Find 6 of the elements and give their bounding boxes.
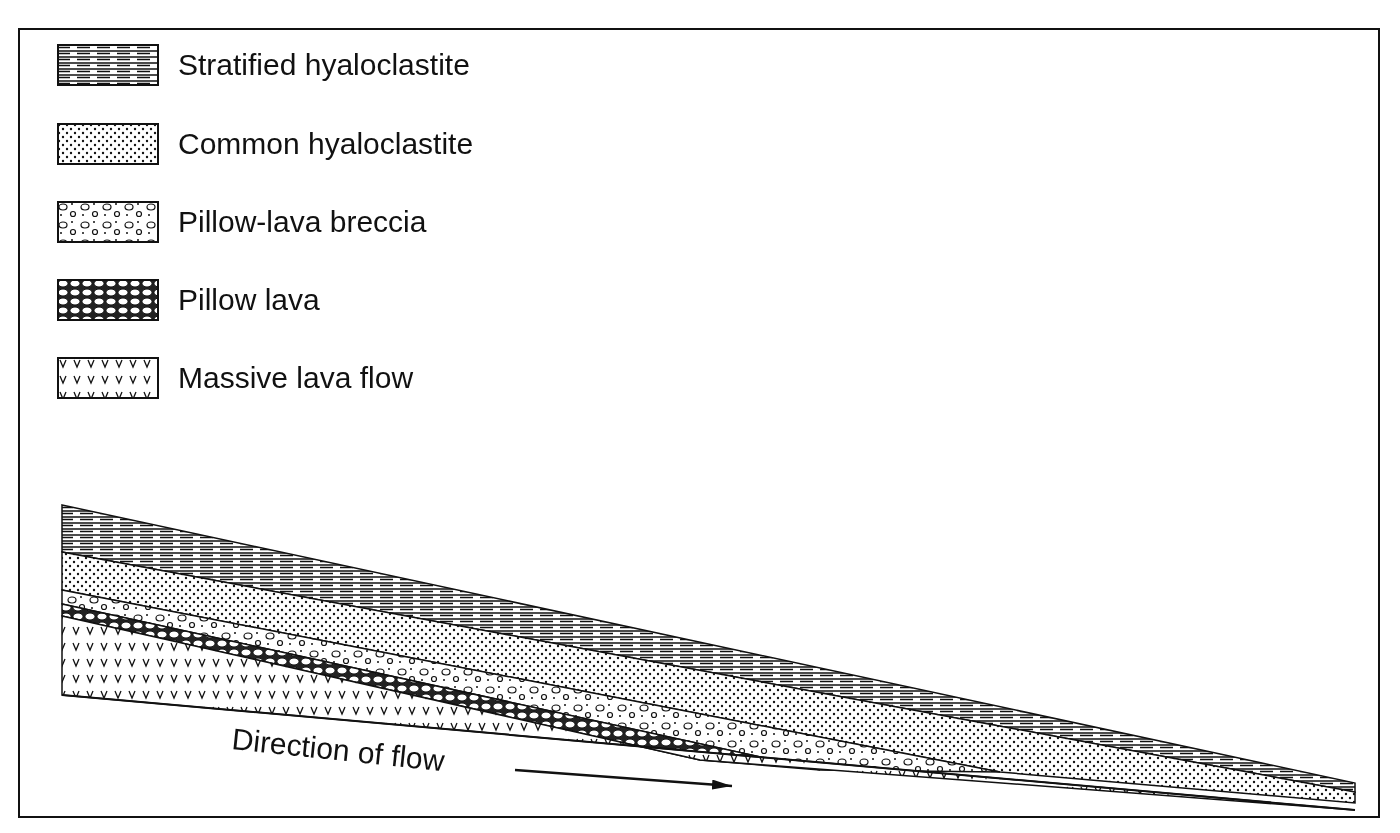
legend-label: Pillow-lava breccia: [178, 204, 427, 240]
legend-label: Common hyaloclastite: [178, 126, 474, 162]
direction-label: Direction of flow: [230, 722, 447, 779]
legend-label: Stratified hyaloclastite: [178, 47, 470, 83]
legend-label: Massive lava flow: [178, 360, 414, 396]
legend-label: Pillow lava: [178, 282, 320, 318]
